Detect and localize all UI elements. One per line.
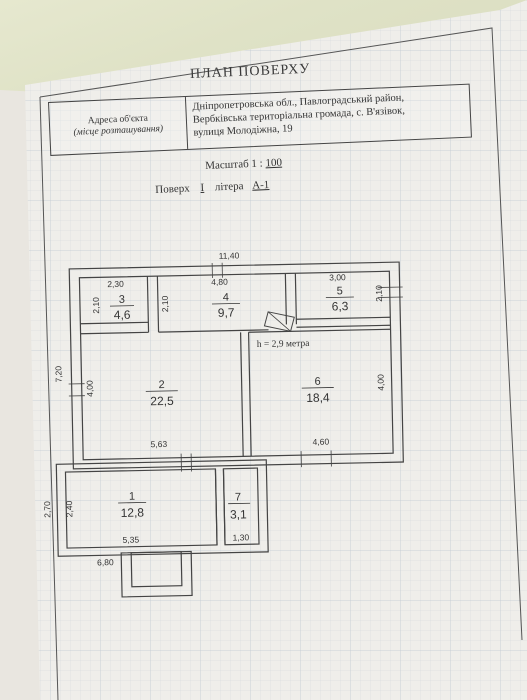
room-4: 4 9,7 [211, 292, 240, 320]
room-5: 5 6,3 [325, 285, 354, 313]
room-number: 5 [337, 285, 343, 297]
room-area: 9,7 [218, 306, 235, 320]
dim-bottom-width: 6,80 [97, 557, 114, 567]
dim-room3-height: 2,10 [91, 297, 101, 314]
dim-room1-height-outer: 2,70 [42, 501, 52, 518]
room-area: 4,6 [114, 308, 131, 322]
room-area: 18,4 [306, 391, 330, 405]
dim-room1-height-inner: 2,40 [64, 500, 74, 517]
ceiling-height-note: h = 2,9 метра [257, 339, 311, 350]
dim-overall-width: 11,40 [219, 250, 240, 260]
dim-room6-height: 4,00 [375, 374, 385, 391]
room-3: 3 4,6 [109, 294, 135, 322]
room-number: 4 [223, 292, 229, 304]
room-number: 7 [235, 491, 241, 503]
room-2: 2 22,5 [145, 379, 178, 408]
inner-wall-outline [78, 270, 394, 461]
room-number: 3 [119, 294, 125, 306]
room-7: 7 3,1 [228, 491, 251, 522]
outer-wall [68, 261, 404, 470]
room-area: 22,5 [150, 394, 174, 408]
room-area: 6,3 [332, 299, 349, 313]
room-number: 2 [158, 379, 164, 391]
dim-room5-height: 2,10 [374, 285, 384, 302]
dim-room2-height: 4,00 [85, 380, 95, 397]
room-6: 6 18,4 [301, 376, 334, 405]
room-1: 1 12,8 [118, 491, 147, 520]
dim-room6-width: 4,60 [313, 437, 330, 447]
room-area: 12,8 [121, 505, 145, 519]
room-area: 3,1 [230, 507, 247, 521]
dim-room4-height: 2,10 [160, 295, 170, 312]
dim-room5-width: 3,00 [329, 272, 346, 282]
dim-room4-width: 4,80 [211, 277, 228, 287]
room-number: 1 [129, 491, 135, 503]
dim-overall-height: 7,20 [53, 366, 63, 383]
dim-room7-width: 1,30 [232, 532, 249, 542]
dim-room2-width: 5,63 [151, 439, 168, 449]
room-number: 6 [314, 376, 320, 388]
dim-room3-width: 2,30 [107, 279, 124, 289]
dim-room1-width: 5,35 [123, 535, 140, 545]
